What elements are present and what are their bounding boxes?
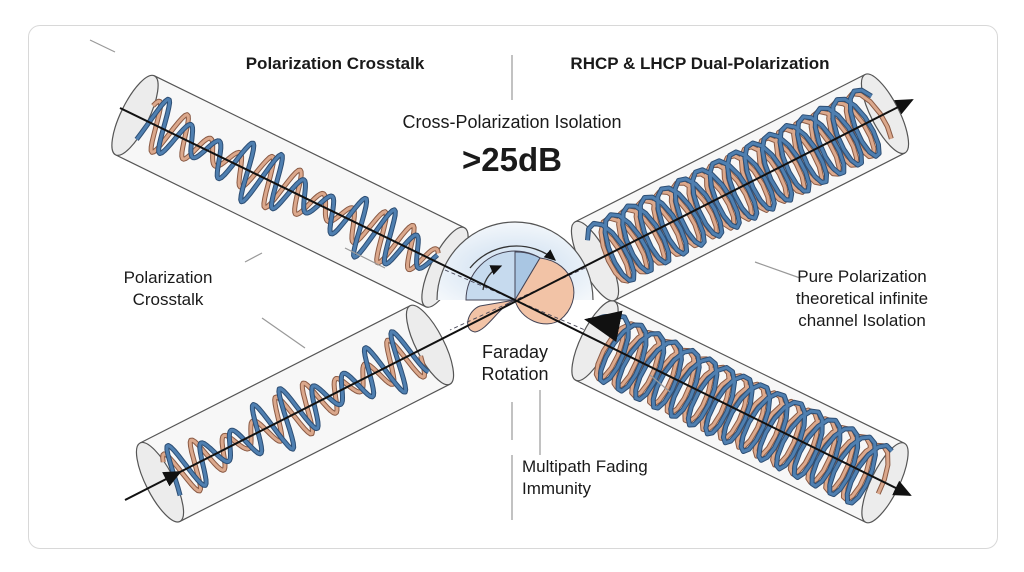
left-title: Polarization Crosstalk <box>245 54 425 73</box>
axis-arrow-bottom-right <box>514 299 912 496</box>
tube-top-left-blue-helix <box>134 96 440 271</box>
dividers <box>89 39 801 520</box>
isolation-label: Cross-Polarization Isolation <box>402 112 622 132</box>
pure-line-3: channel Isolation <box>798 311 926 330</box>
right-title: RHCP & LHCP Dual-Polarization <box>570 54 830 73</box>
axis-line-left <box>119 107 516 301</box>
faraday-label: Faraday Rotation <box>481 341 548 385</box>
isolation-value: >25dB <box>462 141 562 178</box>
tube-bottom-right-blue-helix <box>597 313 894 506</box>
axis-arrow-bottom-left <box>124 471 182 501</box>
pure-line-1: Pure Polarization <box>797 267 927 286</box>
multipath-label: Multipath Fading Immunity <box>522 456 648 500</box>
tube-top-right-blue-helix <box>585 87 882 283</box>
tube-bottom-left-blue-helix <box>164 329 430 497</box>
rotation-arrow-outer <box>469 245 556 269</box>
blue-return-arrow <box>584 310 623 342</box>
tube-top-left-orange-helix <box>148 98 441 273</box>
pure-line-2: theoretical infinite <box>795 289 929 308</box>
rotation-arrow-inner <box>482 265 503 291</box>
crosstalk-line-1: Polarization <box>123 268 213 287</box>
faraday-line-1: Faraday <box>481 342 549 362</box>
crosstalk-line-2: Crosstalk <box>132 290 204 309</box>
crosstalk-label: Polarization Crosstalk <box>124 267 213 311</box>
axis-arrow-top-right <box>179 99 914 473</box>
faraday-line-2: Rotation <box>481 364 549 384</box>
pure-polarization-label: Pure Polarization theoretical infinite c… <box>796 266 928 332</box>
multipath-line-2: Immunity <box>522 479 591 498</box>
multipath-line-1: Multipath Fading <box>522 457 648 476</box>
